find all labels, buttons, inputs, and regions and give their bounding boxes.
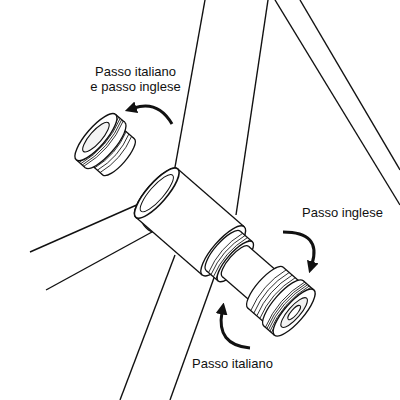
- rotation-arrow: [134, 106, 172, 124]
- frame-drawing: [30, 0, 400, 400]
- part-label: Passo inglese: [300, 205, 385, 220]
- rotation-arrow: [283, 232, 314, 264]
- cup-flange: [69, 108, 132, 174]
- cup-flange: [257, 274, 321, 341]
- part-label: Passo italiano: [190, 356, 275, 371]
- rotation-arrows: [134, 106, 314, 348]
- part-label: Passo italiano e passo inglese: [88, 64, 183, 94]
- bottom-bracket: [128, 162, 322, 343]
- down-tube: [120, 255, 215, 400]
- left-cup: [69, 108, 144, 184]
- shell-opening: [128, 162, 185, 223]
- rotation-arrow: [221, 312, 250, 348]
- axle-end: [286, 304, 302, 322]
- seat-stay: [275, 0, 400, 205]
- cup-face: [277, 294, 311, 331]
- shell-opening: [136, 170, 178, 215]
- cup-face: [79, 119, 113, 156]
